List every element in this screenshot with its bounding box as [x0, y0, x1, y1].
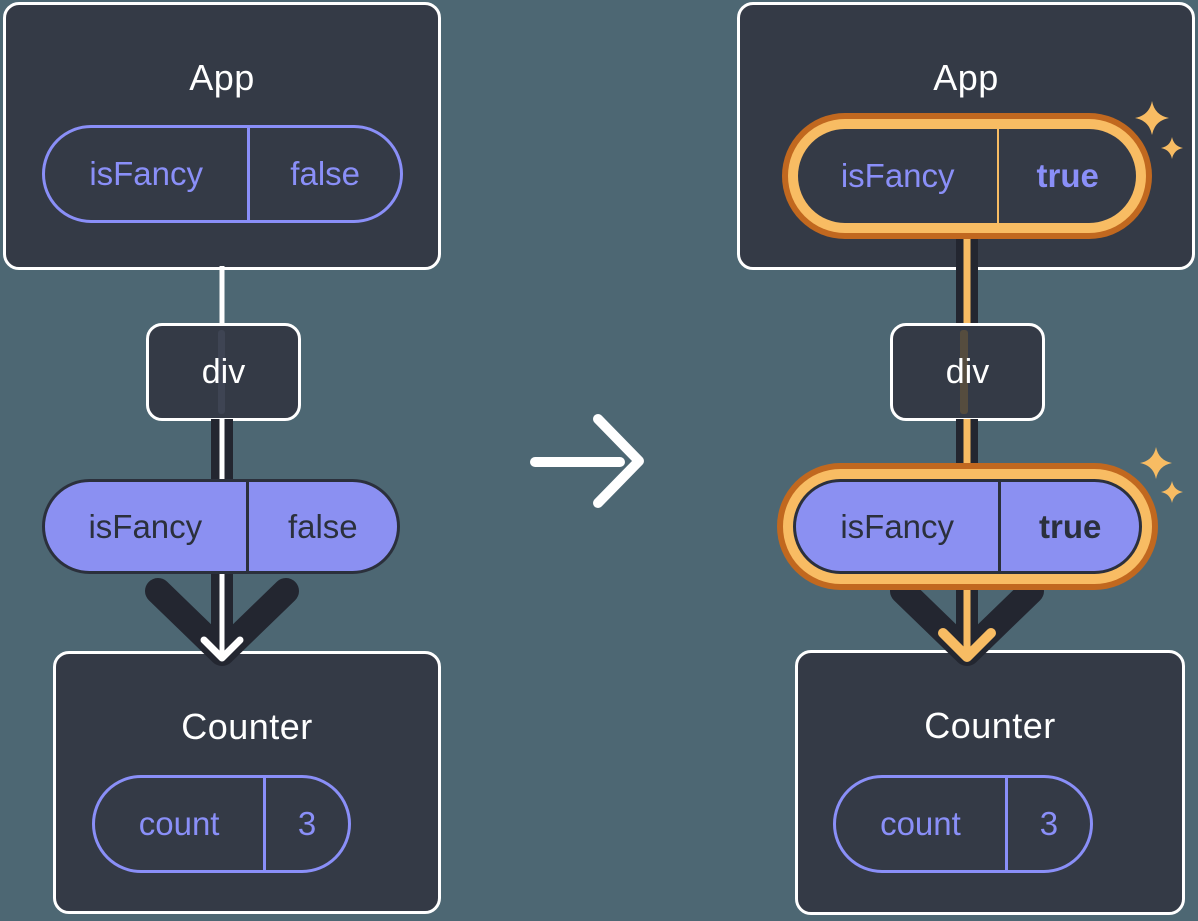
element-label: div	[945, 352, 990, 391]
prop-flow-stripe	[960, 330, 968, 414]
state-key: count	[880, 805, 961, 842]
prop-value: false	[247, 128, 400, 220]
prop-pill-app-before: isFancy false	[42, 125, 403, 223]
state-value: 3	[263, 778, 348, 870]
arrowhead-icon	[938, 628, 996, 662]
prop-pill-app-after-highlighted: isFancy true	[798, 129, 1136, 223]
prop-flow-stripe	[218, 330, 225, 414]
prop-flow-line-after	[890, 234, 1044, 666]
passed-prop-pill-before: isFancy false	[42, 479, 400, 574]
passed-prop-pill-after-highlighted: isFancy true	[793, 479, 1142, 574]
arrow-right-icon	[530, 414, 644, 508]
prop-key: isFancy	[840, 507, 955, 545]
component-title: App	[189, 57, 255, 98]
component-title: App	[933, 57, 999, 98]
component-title: Counter	[181, 706, 313, 747]
prop-value: false	[245, 482, 397, 571]
sparkles-icon	[1140, 447, 1183, 503]
state-pill-after: count 3	[833, 775, 1093, 873]
arrowhead-icon	[200, 636, 244, 662]
prop-value: true	[997, 129, 1136, 223]
prop-flow-line-before	[145, 266, 299, 666]
prop-key: isFancy	[88, 507, 203, 545]
prop-value: true	[998, 482, 1139, 571]
prop-key: isFancy	[840, 157, 955, 194]
state-value: 3	[1004, 778, 1090, 870]
element-label: div	[201, 352, 246, 391]
state-pill-before: count 3	[92, 775, 351, 873]
prop-key: isFancy	[89, 155, 204, 192]
component-title: Counter	[924, 705, 1056, 746]
sparkles-icon	[1135, 101, 1183, 159]
state-key: count	[138, 805, 220, 842]
